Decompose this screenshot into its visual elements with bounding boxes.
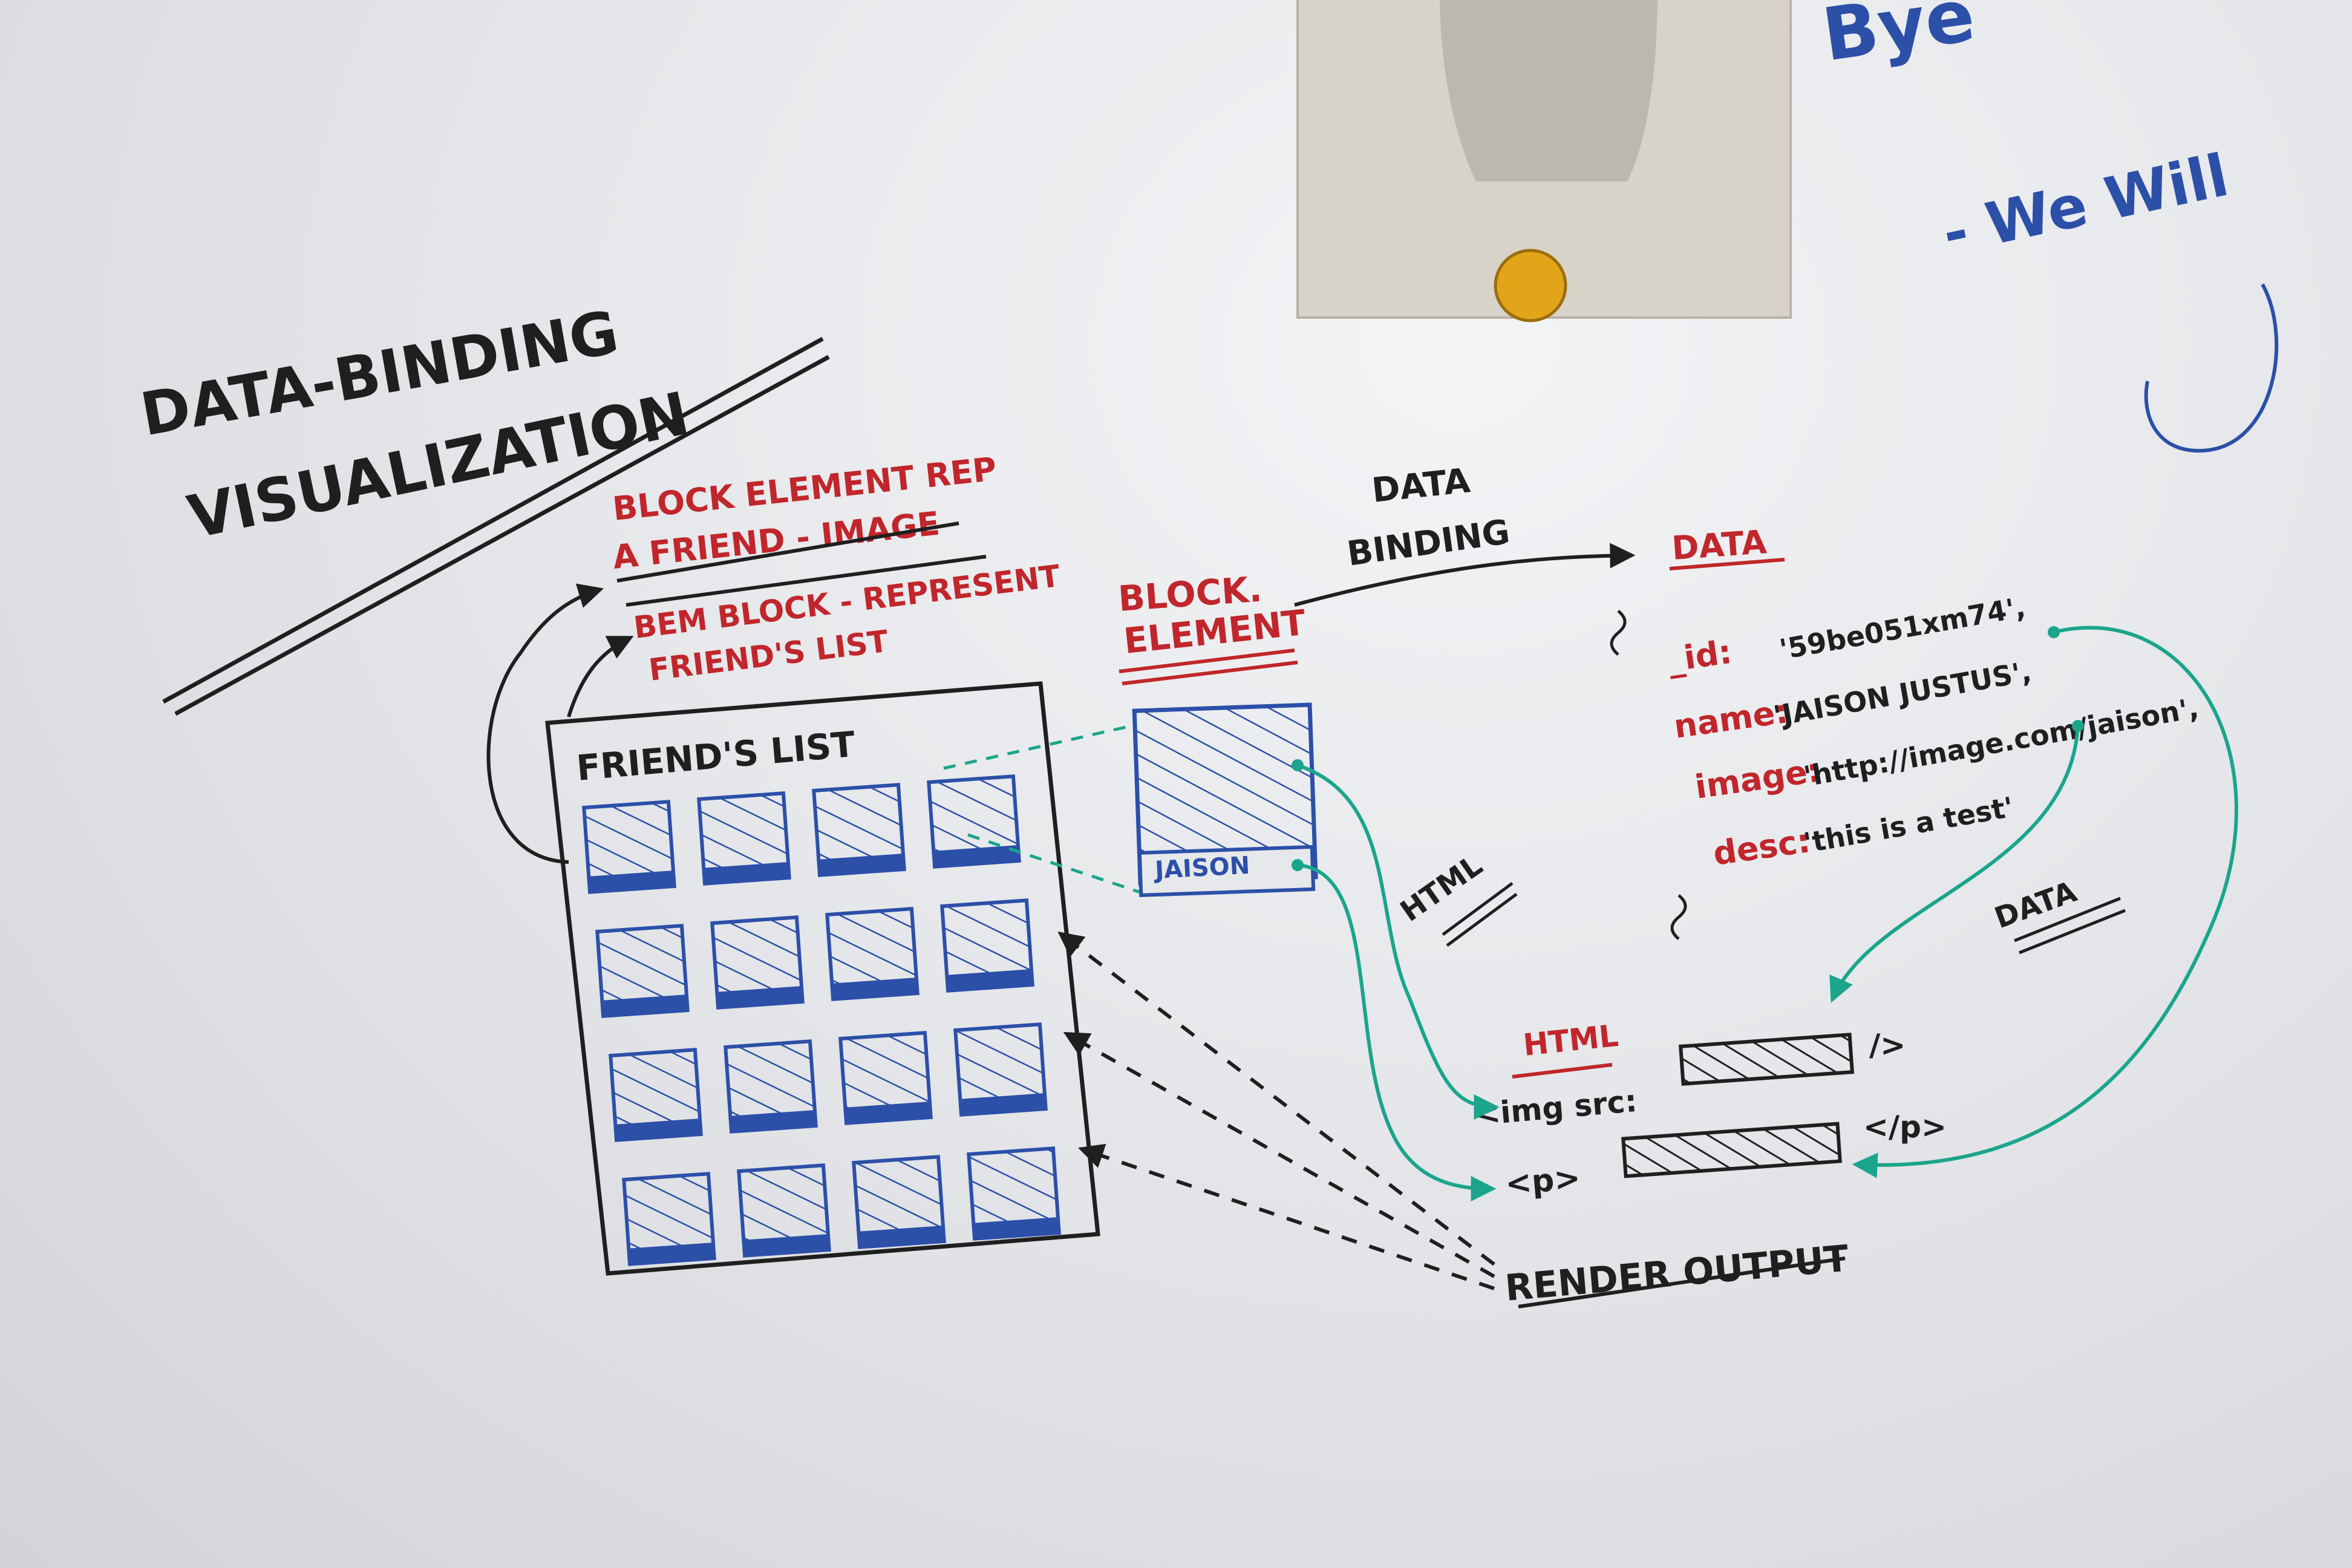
rep-underline [616,521,959,583]
binding-image-to-img [1297,763,1500,1120]
render-output-underline [1518,1256,1846,1308]
dashed-link-bottom [967,833,1150,897]
render-arrow-1 [1057,931,1495,1266]
render-arrow-3 [1078,1143,1495,1290]
pinned-poster [1296,0,1792,322]
render-output-label: RENDER OUTPUT [1503,1238,1851,1310]
block-element-label-line-1: BLOCK. [1117,569,1263,619]
data-field-key: image: [1693,751,1823,806]
html-heading: HTML [1521,1018,1620,1063]
binding-dot-card-name [1292,859,1304,871]
binding-name-to-p [1297,863,1497,1201]
friend-tile-name-bar [717,986,803,1008]
friend-tile-name-bar [845,1102,931,1123]
friend-tile-name-bar [629,1243,714,1264]
dashed-link-top [943,724,1132,770]
friend-tile-name-bar [743,1234,829,1256]
img-tag-close: /> [1869,1028,1906,1063]
friends-list-label: FRIEND'S LIST [575,724,857,789]
top-right-line-1: Bye [1818,0,1980,78]
binding-image-url [1829,725,2080,1003]
binding-desc [1852,626,2238,1178]
data-side-underline [2014,897,2126,955]
data-field-key: desc: [1711,822,1812,873]
friend-tile-name-bar [832,978,918,999]
friend-tile-name-bar [818,854,904,875]
title-underline-1 [162,336,824,704]
data-field-value: '59be051xm74', [1777,590,2028,666]
bem-overline [626,555,987,607]
smiley-mouth [2144,283,2279,453]
data-field-key: _id: [1665,633,1734,679]
render-arrow-2 [1063,1031,1495,1278]
binding-dot-desc [2048,626,2060,638]
card-name: JAISON [1152,852,1250,884]
yellow-magnet [1494,249,1567,322]
binding-dot-image [2072,720,2084,732]
close-brace [1670,894,1687,940]
friend-tile-name-bar [947,969,1033,991]
block-element-card: JAISON [1132,702,1318,897]
p-content-slot [1621,1122,1842,1178]
arrow-to-block-rep [486,583,604,864]
html-heading-underline [1512,1063,1613,1079]
binding-dot-card-image [1292,759,1304,771]
friend-tiles [582,774,1061,1266]
poster-sketch [1440,0,1658,181]
title-underline-2 [174,354,830,716]
friend-tile-name-bar [615,1119,701,1140]
top-right-line-2: - We Will [1936,141,2234,267]
p-tag-close: </p> [1863,1109,1947,1145]
data-side-label: DATA [1990,875,2081,935]
arrow-to-bem-block [567,636,634,717]
p-tag-open: <p> [1504,1160,1582,1203]
data-binding-line-1: DATA [1370,461,1472,511]
friends-list-frame [545,681,1100,1276]
friend-tile-name-bar [589,871,675,892]
friend-tile-name-bar [858,1226,944,1247]
data-field-value: 'JAISON JUSTUS', [1771,655,2034,733]
img-src-slot [1678,1033,1855,1086]
data-binding-arrow [1294,543,1636,607]
friend-tile-name-bar [933,845,1019,867]
html-side-underline [1442,881,1518,947]
data-heading: DATA [1671,523,1768,567]
friends-list-box: FRIEND'S LIST [545,681,1100,1276]
friend-tile-name-bar [704,862,789,884]
friend-tile-name-bar [730,1110,816,1132]
html-side-label: HTML [1394,848,1489,929]
block-element-rep-line-1: BLOCK ELEMENT REP [611,450,999,528]
friend-tile-name-bar [602,995,688,1016]
img-tag-open: <img src: [1474,1083,1638,1132]
friend-tile-name-bar [973,1217,1059,1239]
friend-tile-name-bar [960,1093,1046,1115]
open-brace [1610,610,1627,656]
block-element-underline [1119,648,1298,685]
data-field-value: 'this is a test' [1802,791,2016,860]
data-heading-underline [1669,558,1785,570]
